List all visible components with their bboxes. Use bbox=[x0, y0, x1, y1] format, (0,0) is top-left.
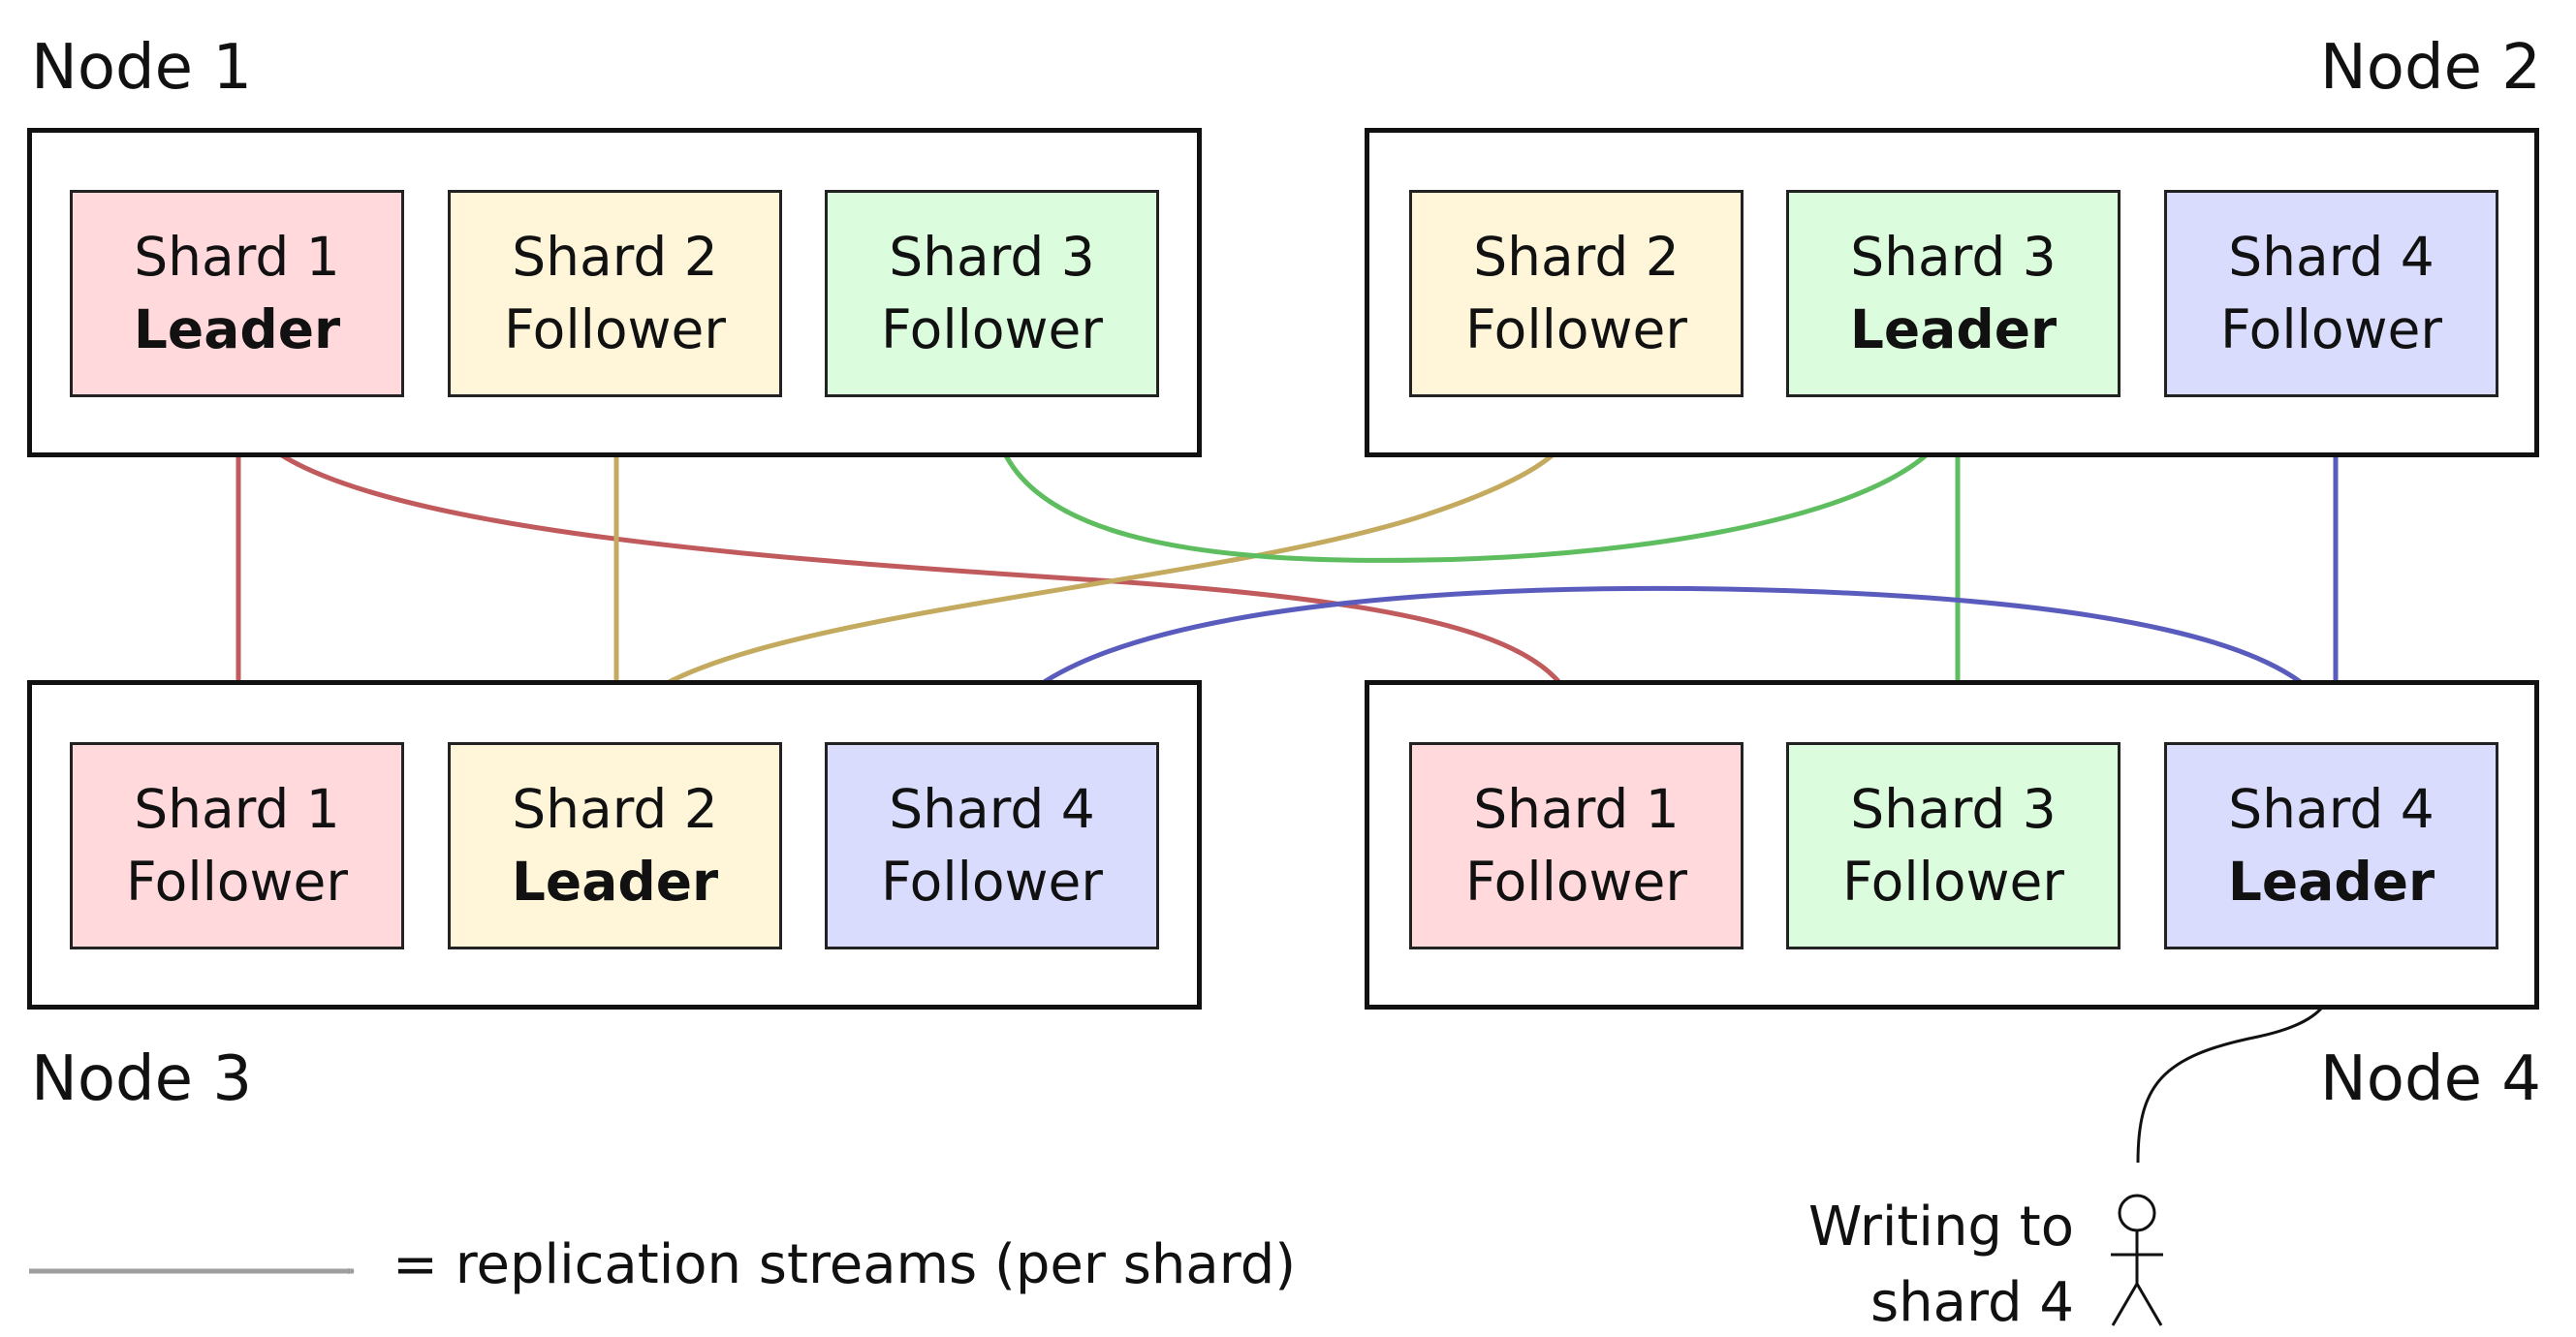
shard-role-leader: Leader bbox=[133, 298, 341, 360]
node-2-label: Node 2 bbox=[2319, 32, 2541, 104]
shard-name: Shard 1 bbox=[134, 778, 340, 840]
shard-name: Shard 1 bbox=[1473, 778, 1680, 840]
shard-role-follower: Follower bbox=[504, 298, 726, 360]
stream-shard1-node1-to-node4 bbox=[236, 395, 1584, 740]
shard-role-follower: Follower bbox=[881, 851, 1103, 913]
shard-name: Shard 4 bbox=[2228, 778, 2435, 840]
node-2-shard-3: Shard 3 Leader bbox=[1786, 190, 2120, 397]
shard-name: Shard 3 bbox=[889, 226, 1095, 288]
stream-shard4-node4-to-node3 bbox=[990, 585, 2339, 742]
shard-role-leader: Leader bbox=[2227, 851, 2435, 913]
node-2-shard-4: Shard 4 Follower bbox=[2164, 190, 2498, 397]
node-3-shard-4: Shard 4 Follower bbox=[825, 742, 1159, 949]
node-4-shard-1: Shard 1 Follower bbox=[1409, 742, 1744, 949]
shard-role-follower: Follower bbox=[1465, 851, 1687, 913]
node-3-shard-2: Shard 2 Leader bbox=[448, 742, 782, 949]
shard-role-follower: Follower bbox=[126, 851, 348, 913]
shard-role-leader: Leader bbox=[1849, 298, 2058, 360]
shard-name: Shard 3 bbox=[1850, 226, 2057, 288]
writer-caption-line-2: shard 4 bbox=[1870, 1271, 2074, 1334]
shard-name: Shard 3 bbox=[1850, 778, 2057, 840]
shard-name: Shard 2 bbox=[512, 226, 718, 288]
node-2-shard-2: Shard 2 Follower bbox=[1409, 190, 1744, 397]
shard-name: Shard 2 bbox=[1473, 226, 1680, 288]
node-3-shard-1: Shard 1 Follower bbox=[70, 742, 404, 949]
shard-role-follower: Follower bbox=[881, 298, 1103, 360]
node-4-shard-3: Shard 3 Follower bbox=[1786, 742, 2120, 949]
shard-role-follower: Follower bbox=[1842, 851, 2064, 913]
node-4-shard-4: Shard 4 Leader bbox=[2164, 742, 2498, 949]
node-1-shard-3: Shard 3 Follower bbox=[825, 190, 1159, 397]
node-3-label: Node 3 bbox=[31, 1043, 253, 1115]
legend-label: = replication streams (per shard) bbox=[393, 1233, 1297, 1296]
shard-role-follower: Follower bbox=[2220, 298, 2442, 360]
node-1-shard-1: Shard 1 Leader bbox=[70, 190, 404, 397]
stick-figure-icon bbox=[2111, 1194, 2163, 1326]
shard-name: Shard 4 bbox=[889, 778, 1095, 840]
stream-shard3-node2-to-node1 bbox=[990, 395, 1961, 563]
shard-name: Shard 1 bbox=[134, 226, 340, 288]
writer-caption: Writing to shard 4 bbox=[1803, 1190, 2074, 1337]
shard-role-follower: Follower bbox=[1465, 298, 1687, 360]
node-4-label: Node 4 bbox=[2319, 1043, 2541, 1115]
shard-role-leader: Leader bbox=[511, 851, 719, 913]
node-1-label: Node 1 bbox=[31, 32, 253, 104]
shard-name: Shard 4 bbox=[2228, 226, 2435, 288]
node-1-shard-2: Shard 2 Follower bbox=[448, 190, 782, 397]
writer-caption-line-1: Writing to bbox=[1807, 1196, 2074, 1259]
shard-name: Shard 2 bbox=[512, 778, 718, 840]
